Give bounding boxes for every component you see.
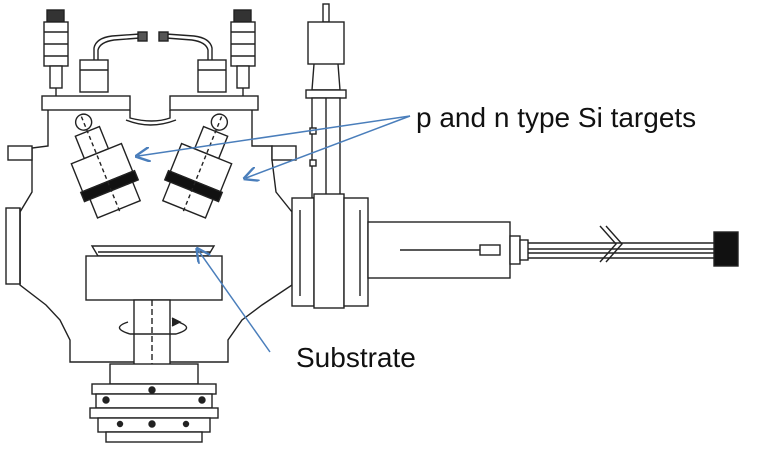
- right-target: [161, 113, 233, 219]
- transfer-arm: [367, 221, 739, 279]
- rotation-mechanism: [89, 363, 219, 443]
- chamber-body: [5, 110, 297, 363]
- arrow-to-right-target: [246, 115, 411, 178]
- gate-valve: [291, 193, 369, 309]
- arrow-to-substrate: [198, 250, 271, 353]
- top-flange: [41, 95, 259, 126]
- arrow-to-left-target: [138, 115, 411, 156]
- connection-cable: [93, 31, 213, 60]
- targets-label: p and n type Si targets: [416, 102, 697, 133]
- left-target: [70, 113, 142, 219]
- top-manipulator: [305, 3, 347, 199]
- substrate-label: Substrate: [296, 342, 416, 373]
- left-feedthrough: [43, 9, 109, 96]
- right-feedthrough: [197, 9, 256, 96]
